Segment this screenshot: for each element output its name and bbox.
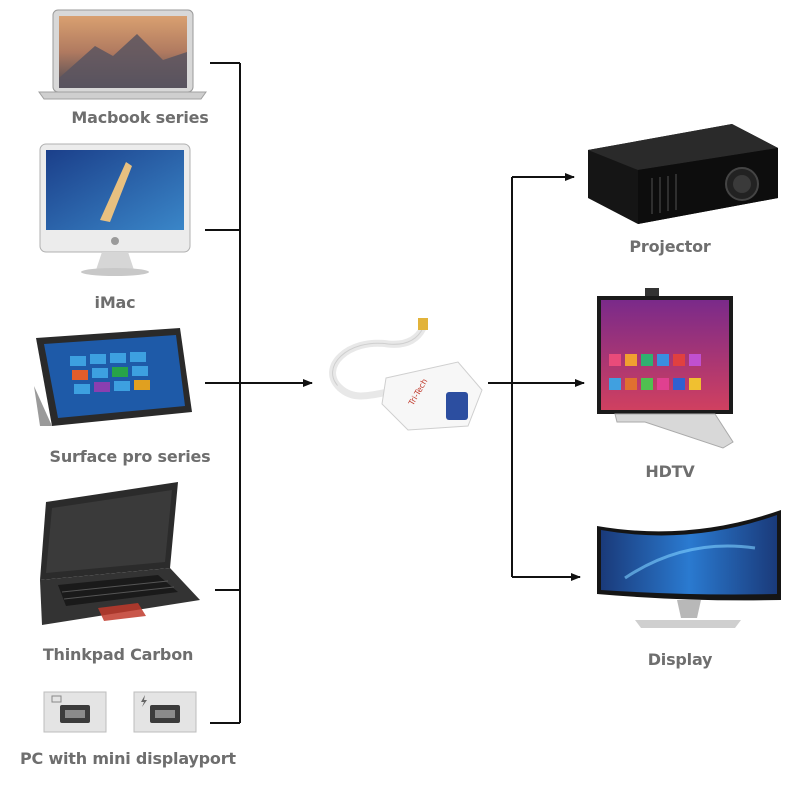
curved-display-icon bbox=[597, 510, 781, 628]
surface-tablet-icon bbox=[34, 328, 192, 426]
source-label-macbook: Macbook series bbox=[71, 108, 209, 127]
source-label-thinkpad: Thinkpad Carbon bbox=[42, 645, 194, 664]
mini-displayport-ports-icon bbox=[43, 691, 197, 733]
macbook-laptop-icon bbox=[38, 9, 207, 100]
source-label-surface: Surface pro series bbox=[49, 447, 211, 466]
target-label-display: Display bbox=[647, 650, 713, 669]
target-label-projector: Projector bbox=[629, 237, 711, 256]
thinkpad-laptop-icon bbox=[40, 482, 200, 625]
imac-desktop-icon bbox=[39, 143, 191, 276]
source-label-imac: iMac bbox=[94, 293, 136, 312]
target-label-hdtv: HDTV bbox=[645, 462, 695, 481]
source-label-pc: PC with mini displayport bbox=[20, 749, 236, 768]
hdtv-icon bbox=[597, 288, 734, 449]
adapter-icon: Tri-Tech bbox=[329, 318, 483, 431]
projector-icon bbox=[588, 124, 778, 224]
